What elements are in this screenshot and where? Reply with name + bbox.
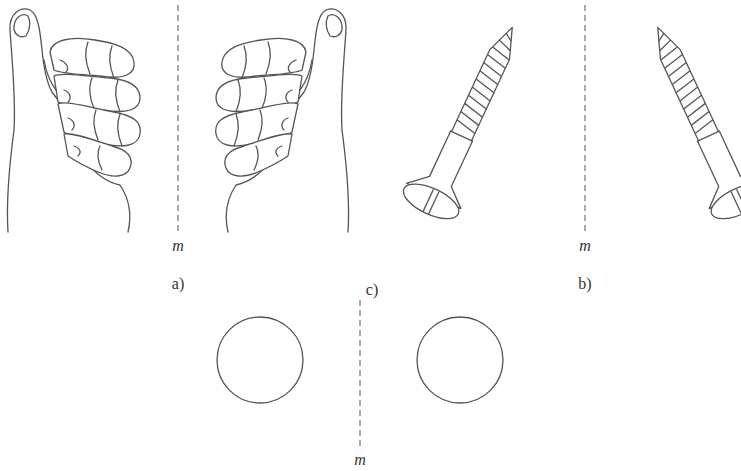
right-screw: [631, 15, 741, 226]
panel-label: c): [366, 282, 378, 298]
right-circle: [417, 317, 503, 403]
mirror-line: [178, 5, 179, 232]
right-hand: [216, 9, 349, 232]
mirror-label: m: [354, 452, 366, 468]
mirror-label: m: [172, 238, 184, 254]
mirror-line: [360, 300, 361, 448]
panel-label: a): [172, 276, 184, 292]
left-hand: [7, 9, 140, 232]
mirror-label: m: [579, 238, 591, 254]
mirror-line: [585, 5, 586, 232]
left-circle: [217, 317, 303, 403]
left-screw: [398, 15, 539, 226]
panel-label: b): [578, 276, 591, 292]
